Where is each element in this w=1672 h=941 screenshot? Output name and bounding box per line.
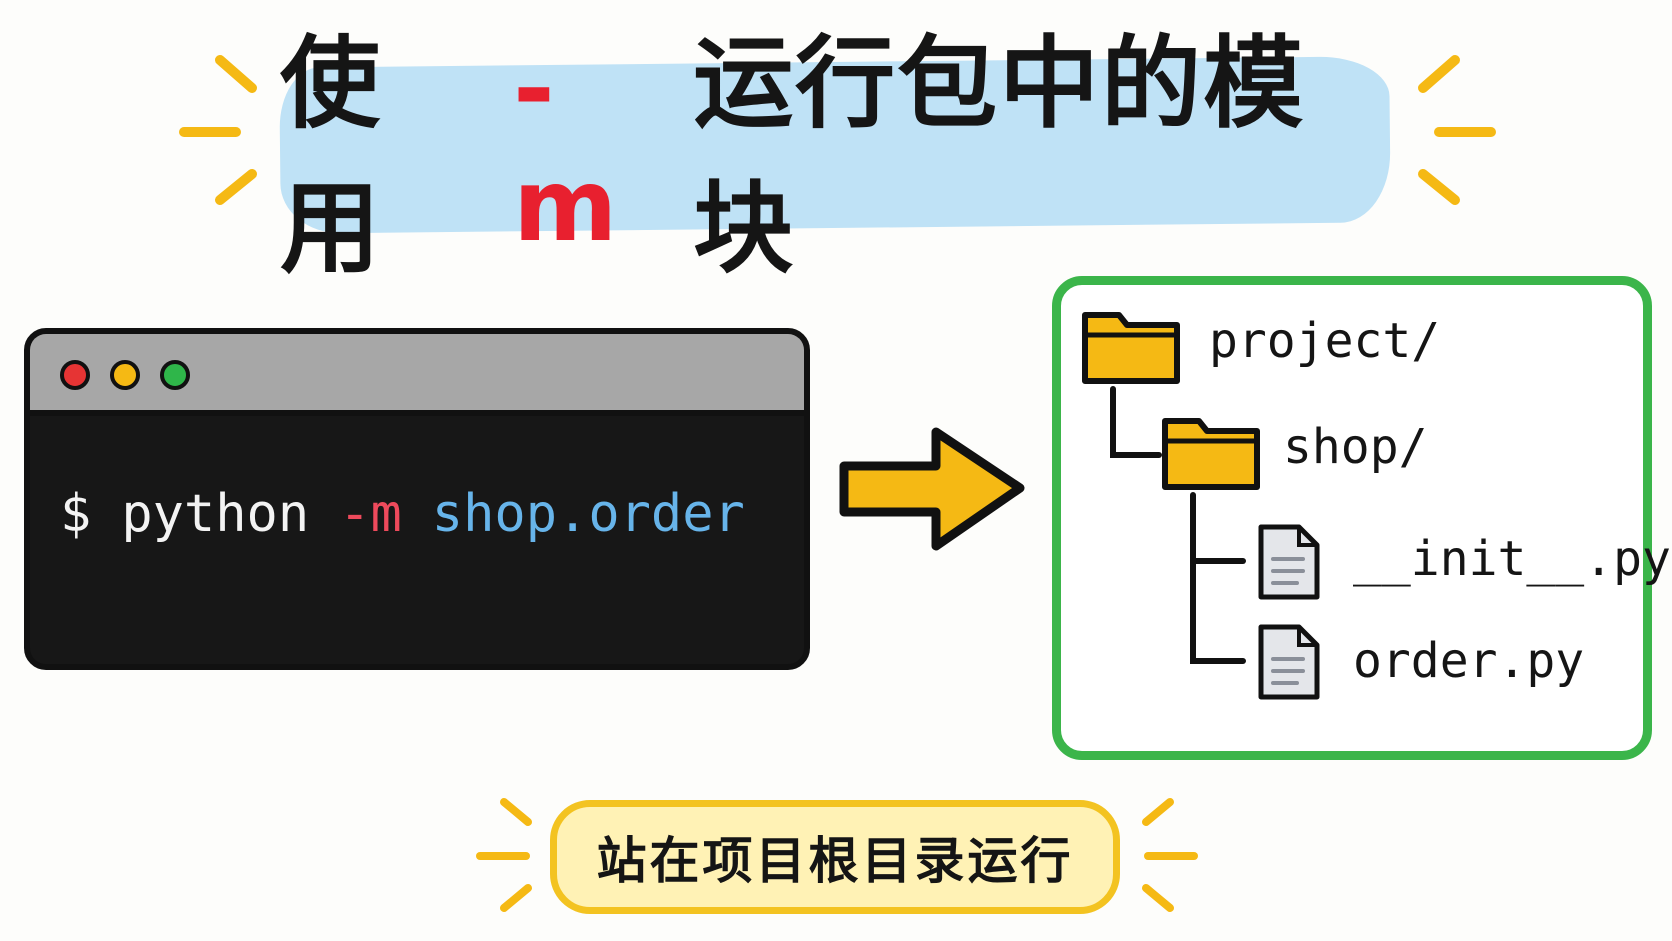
terminal-module: shop.order <box>431 484 745 544</box>
window-dot-icon <box>110 360 140 390</box>
title-flag: -m <box>513 30 620 264</box>
page-title: 使用 -m 运行包中的模块 <box>280 25 1390 287</box>
file-icon <box>1258 624 1320 700</box>
folder-icon <box>1082 312 1180 384</box>
sparkle-icon <box>476 798 532 912</box>
file-tree-panel: project/ shop/ __init__.py <box>1052 276 1671 760</box>
tree-root-label: project/ <box>1209 313 1441 369</box>
terminal-titlebar <box>30 334 804 416</box>
tree-file-label: __init__.py <box>1353 531 1671 587</box>
terminal-command: python <box>121 484 310 544</box>
file-icon <box>1258 524 1320 600</box>
terminal-prompt: $ <box>60 484 92 544</box>
terminal-command-line: $ python -m shop.order <box>60 484 745 544</box>
title-area: 使用 -m 运行包中的模块 <box>0 0 1672 287</box>
terminal-flag: -m <box>339 484 402 544</box>
folder-icon <box>1162 418 1260 490</box>
sparkle-icon <box>179 55 257 205</box>
right-arrow-icon <box>839 427 1025 551</box>
tree-package-label: shop/ <box>1283 419 1428 475</box>
tree-file-label: order.py <box>1353 633 1585 689</box>
window-dot-icon <box>160 360 190 390</box>
tree-connectors <box>1110 386 1246 664</box>
note-badge: 站在项目根目录运行 <box>550 800 1120 914</box>
sparkle-icon <box>1418 55 1496 205</box>
title-prefix: 使用 <box>280 25 382 287</box>
title-suffix: 运行包中的模块 <box>693 25 1306 287</box>
terminal-window: $ python -m shop.order <box>24 328 810 670</box>
sparkle-icon <box>1142 798 1198 912</box>
window-dot-icon <box>60 360 90 390</box>
